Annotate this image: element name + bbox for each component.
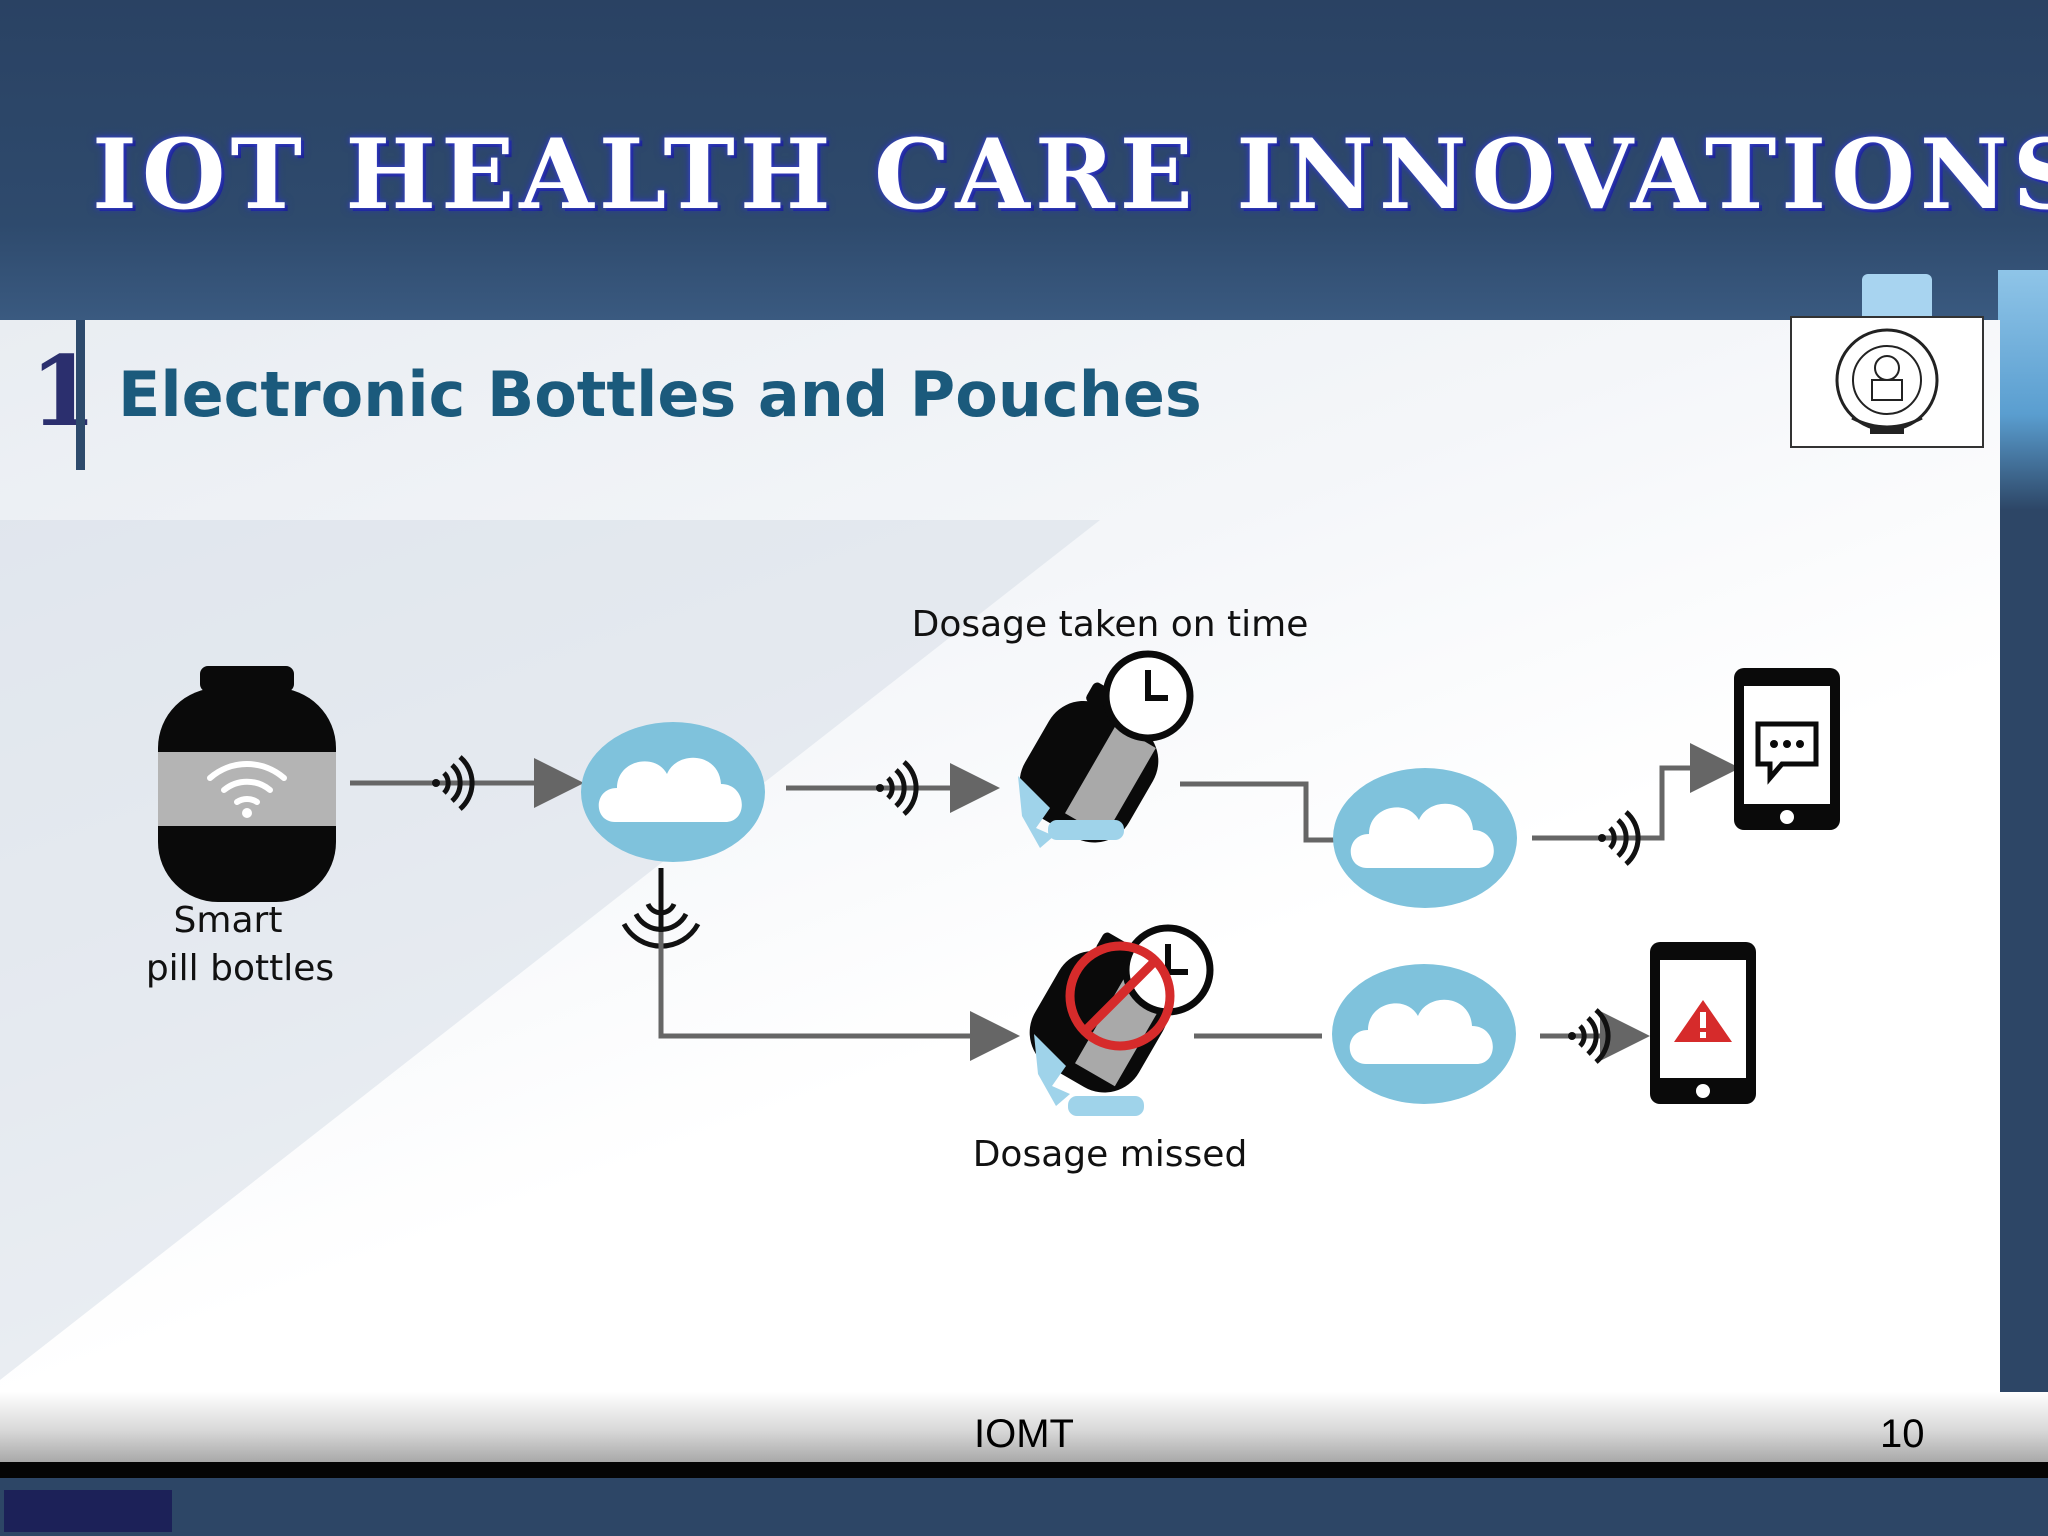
dosage-taken-icon [1018, 650, 1194, 848]
pill-bottle-diagram: Smart pill bottles [146, 604, 1840, 1175]
content-panel: 1 Electronic Bottles and Pouches [0, 320, 2000, 1392]
bottom-block [4, 1490, 172, 1532]
missed-label: Dosage missed [973, 1134, 1248, 1175]
slide-title: IOT HEALTH CARE INNOVATIONS [92, 118, 2048, 231]
background-shade [0, 520, 1100, 1380]
footer-label: IOMT [974, 1412, 1074, 1456]
smart-pill-bottle-icon [158, 666, 336, 902]
line-taken-to-cloud [1180, 781, 1334, 843]
arrow-cloud-to-missed [658, 932, 1020, 1061]
header-banner: IOT HEALTH CARE INNOVATIONS [0, 0, 2048, 320]
footer-divider [0, 1462, 2048, 1478]
arrow-cloud-to-message-phone [1532, 743, 1740, 841]
page-number: 10 [1880, 1412, 1925, 1456]
emblem-seal-icon [1835, 328, 1939, 434]
wifi-icon [207, 761, 287, 818]
bottle-label-line1: Smart [174, 900, 283, 941]
smartphone-alert-icon [1650, 942, 1756, 1104]
clock-icon [1102, 650, 1194, 742]
message-icon [1755, 721, 1819, 785]
slide-subtitle: Electronic Bottles and Pouches [118, 358, 1202, 431]
hand-icon [1018, 776, 1054, 848]
warning-icon [1674, 1000, 1732, 1042]
cloud-icon [1333, 768, 1517, 908]
dosage-missed-icon [1029, 924, 1214, 1116]
cloud-icon [581, 722, 765, 862]
decorative-tab [1862, 274, 1932, 324]
no-entry-icon [1065, 941, 1175, 1051]
decorative-side-bar [1998, 270, 2048, 510]
bottle-label-line2: pill bottles [146, 948, 334, 989]
smartphone-message-icon [1734, 668, 1840, 830]
cloud-icon [1332, 964, 1516, 1104]
footer-bar: IOMT 10 [0, 1392, 2048, 1462]
section-divider [76, 320, 85, 470]
broadcast-antenna-icon [621, 868, 701, 949]
section-number: 1 [30, 335, 97, 448]
institution-emblem [1790, 316, 1984, 448]
bottom-band [0, 1478, 2048, 1536]
taken-label: Dosage taken on time [912, 604, 1309, 645]
